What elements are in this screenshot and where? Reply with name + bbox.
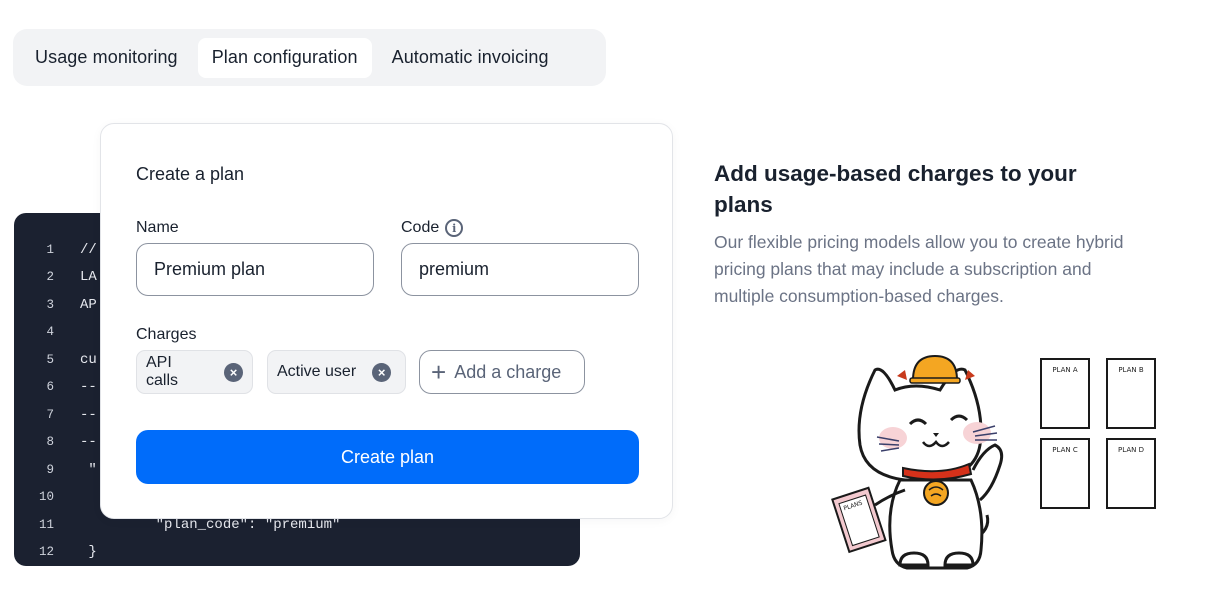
line-number: 1 [46, 242, 54, 257]
code-line: 12 } [14, 539, 580, 567]
plan-card-b: PLAN B [1106, 358, 1156, 429]
code-line: 5 cu [14, 346, 580, 374]
name-input[interactable]: Premium plan [136, 243, 374, 296]
code-text: // [80, 241, 97, 258]
plan-card-a: PLAN A [1040, 358, 1090, 429]
code-line: 4 [14, 319, 580, 347]
line-number: 4 [46, 325, 54, 340]
feature-heading: Add usage-based charges to your plans [714, 161, 1077, 217]
code-label: Code i [401, 219, 464, 237]
code-line: 1 // [14, 236, 580, 264]
charges-label: Charges [136, 326, 196, 344]
code-text: "plan_code": "premium" [80, 516, 341, 533]
add-charge-label: Add a charge [454, 361, 562, 382]
code-text: " [80, 461, 97, 478]
create-plan-button[interactable]: Create plan [136, 430, 639, 484]
line-number: 5 [46, 352, 54, 367]
charge-chip-active-user: Active user × [267, 350, 406, 394]
feature-tabs: Usage monitoring Plan configuration Auto… [13, 29, 606, 86]
line-number: 8 [46, 435, 54, 450]
line-number: 12 [38, 545, 54, 560]
cat-illustration: PLANS [825, 340, 1005, 580]
code-label-text: Code [401, 219, 440, 236]
code-line: 9 " [14, 456, 580, 484]
line-number: 7 [46, 407, 54, 422]
line-number: 10 [38, 490, 54, 505]
code-text: } [80, 544, 97, 561]
code-line: 11 "plan_code": "premium" [14, 511, 580, 539]
code-text: -- [80, 379, 97, 396]
plan-card-d: PLAN D [1106, 438, 1156, 509]
info-icon[interactable]: i [445, 219, 464, 237]
line-number: 9 [46, 462, 54, 477]
remove-charge-icon[interactable]: × [224, 362, 243, 382]
charge-chip-label: API calls [146, 354, 179, 389]
charge-chip-label: Active user [277, 363, 357, 380]
line-number: 3 [46, 297, 54, 312]
feature-description: Our flexible pricing models allow you to… [714, 232, 1124, 306]
card-title: Create a plan [136, 164, 245, 184]
charges-label-text: Charges [136, 326, 197, 343]
code-text: cu [80, 351, 97, 368]
code-text: -- [80, 406, 97, 423]
code-line: 10 [14, 484, 580, 512]
name-label: Name [136, 219, 179, 237]
lucky-cat-icon: PLANS [831, 354, 1004, 570]
code-line: 6 -- [14, 374, 580, 402]
create-plan-card: Create a plan Name Premium plan Code i p… [100, 123, 673, 519]
name-label-text: Name [136, 219, 179, 236]
code-text: -- [80, 434, 97, 451]
line-number: 2 [46, 270, 54, 285]
add-charge-button[interactable]: + Add a charge [419, 350, 585, 394]
code-line: 2 LA [14, 264, 580, 292]
remove-charge-icon[interactable]: × [372, 362, 392, 382]
code-text: AP [80, 296, 97, 313]
tab-plan-configuration[interactable]: Plan configuration [197, 37, 372, 78]
code-text: LA [80, 269, 97, 286]
plan-card-c: PLAN C [1040, 438, 1090, 509]
tab-usage-monitoring[interactable]: Usage monitoring [35, 47, 178, 67]
charge-chip-api-calls: API calls × [136, 350, 253, 394]
tab-automatic-invoicing[interactable]: Automatic invoicing [391, 47, 549, 67]
code-input[interactable]: premium [401, 243, 639, 296]
plus-icon: + [431, 357, 447, 387]
code-line: 8 -- [14, 429, 580, 457]
code-line: 3 AP [14, 291, 580, 319]
code-line: 7 -- [14, 401, 580, 429]
line-number: 6 [46, 380, 54, 395]
line-number: 11 [38, 517, 54, 532]
